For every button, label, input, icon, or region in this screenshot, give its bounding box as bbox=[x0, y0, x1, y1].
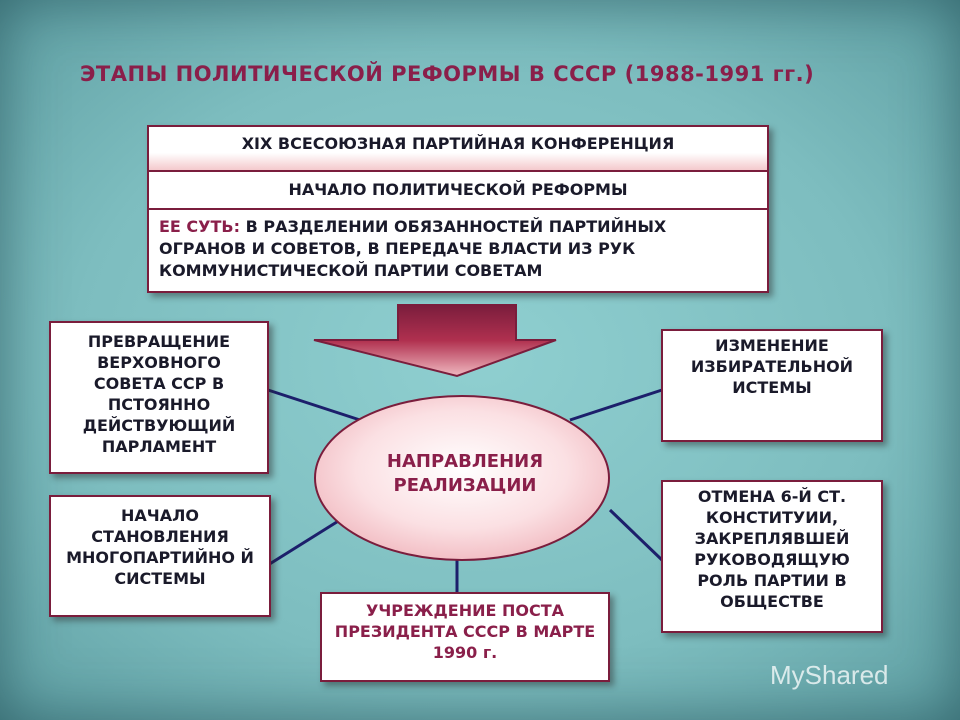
direction-electoral-text: ИЗМЕНЕНИЕ ИЗБИРАТЕЛЬНОЙ ИСТЕМЫ bbox=[690, 336, 854, 397]
connector-article6 bbox=[608, 508, 664, 562]
direction-article6-text: ОТМЕНА 6-Й СТ. КОНСТИТУИИ, ЗАКРЕПЛЯВШЕЙ … bbox=[694, 487, 850, 611]
connector-parliament bbox=[267, 388, 361, 422]
down-arrow bbox=[313, 304, 557, 378]
conference-name: XIX ВСЕСОЮЗНАЯ ПАРТИЙНАЯ КОНФЕРЕНЦИЯ bbox=[149, 127, 767, 172]
direction-electoral: ИЗМЕНЕНИЕ ИЗБИРАТЕЛЬНОЙ ИСТЕМЫ bbox=[661, 329, 883, 442]
direction-multiparty: НАЧАЛО СТАНОВЛЕНИЯ МНОГОПАРТИЙНО Й СИСТЕ… bbox=[49, 495, 271, 617]
center-ellipse bbox=[314, 395, 610, 561]
center-label: НАПРАВЛЕНИЯ РЕАЛИЗАЦИИ bbox=[330, 450, 600, 498]
direction-parliament: ПРЕВРАЩЕНИЕ ВЕРХОВНОГО СОВЕТА ССР В ПСТО… bbox=[49, 321, 269, 474]
reform-start: НАЧАЛО ПОЛИТИЧЕСКОЙ РЕФОРМЫ bbox=[149, 172, 767, 210]
connector-multiparty bbox=[267, 518, 341, 567]
direction-parliament-text: ПРЕВРАЩЕНИЕ ВЕРХОВНОГО СОВЕТА ССР В ПСТО… bbox=[82, 332, 236, 456]
direction-president-text: УЧРЕЖДЕНИЕ ПОСТА ПРЕЗИДЕНТА СССР В МАРТЕ… bbox=[334, 601, 596, 662]
essence-label: ЕЕ СУТЬ: bbox=[159, 217, 241, 236]
direction-multiparty-text: НАЧАЛО СТАНОВЛЕНИЯ МНОГОПАРТИЙНО Й СИСТЕ… bbox=[66, 506, 254, 588]
connector-electoral bbox=[569, 388, 663, 422]
direction-article6: ОТМЕНА 6-Й СТ. КОНСТИТУИИ, ЗАКРЕПЛЯВШЕЙ … bbox=[661, 480, 883, 633]
center-line-2: РЕАЛИЗАЦИИ bbox=[393, 475, 537, 496]
conference-block: XIX ВСЕСОЮЗНАЯ ПАРТИЙНАЯ КОНФЕРЕНЦИЯ НАЧ… bbox=[147, 125, 769, 293]
essence-text: В РАЗДЕЛЕНИИ ОБЯЗАННОСТЕЙ ПАРТИЙНЫХ ОГРА… bbox=[159, 217, 667, 280]
page-title: ЭТАПЫ ПОЛИТИЧЕСКОЙ РЕФОРМЫ В СССР (1988-… bbox=[80, 62, 815, 86]
watermark-logo: MyShared bbox=[770, 660, 889, 690]
center-line-1: НАПРАВЛЕНИЯ bbox=[386, 451, 544, 472]
direction-president: УЧРЕЖДЕНИЕ ПОСТА ПРЕЗИДЕНТА СССР В МАРТЕ… bbox=[320, 592, 610, 682]
reform-essence: ЕЕ СУТЬ: В РАЗДЕЛЕНИИ ОБЯЗАННОСТЕЙ ПАРТИ… bbox=[149, 210, 767, 291]
